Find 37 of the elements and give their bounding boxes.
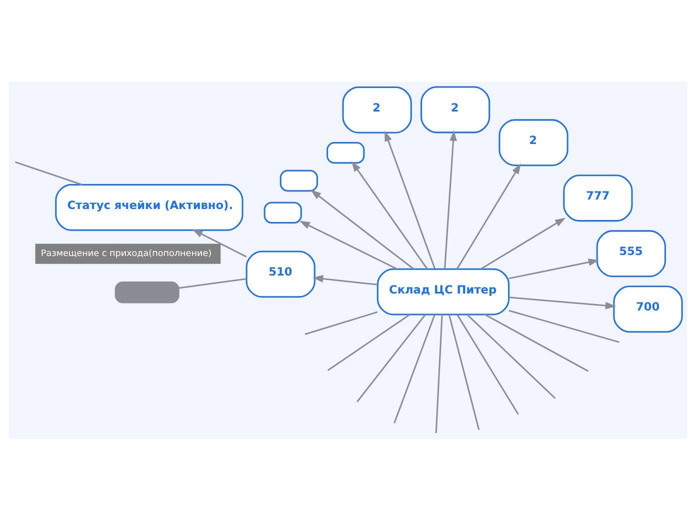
connector xyxy=(484,313,589,372)
node-box: 777 xyxy=(563,174,633,222)
connector xyxy=(327,314,410,371)
node-box: 2 xyxy=(420,86,490,133)
connector xyxy=(394,314,436,423)
node-box xyxy=(264,201,302,224)
arrow xyxy=(384,130,436,268)
node-bar xyxy=(114,281,180,303)
arrow xyxy=(310,189,414,270)
arrow xyxy=(312,274,378,285)
arrow xyxy=(509,296,616,309)
connector xyxy=(466,313,556,398)
arrow xyxy=(508,258,600,279)
node-box: 2 xyxy=(498,118,568,166)
arrow xyxy=(351,160,428,269)
connector xyxy=(178,278,246,288)
node-box: 2 xyxy=(342,86,412,133)
connector xyxy=(456,314,519,414)
arrow xyxy=(444,130,457,268)
connector xyxy=(508,309,620,342)
connector xyxy=(15,160,82,185)
arrow xyxy=(299,220,398,270)
connector xyxy=(304,310,378,334)
node-box xyxy=(326,142,365,164)
arrow xyxy=(192,228,247,257)
node-box: 700 xyxy=(613,285,683,332)
connector xyxy=(435,314,443,433)
connector xyxy=(356,314,426,402)
connector xyxy=(448,314,480,430)
node-box xyxy=(280,169,318,192)
node-box: 510 xyxy=(246,250,316,298)
arrow xyxy=(456,162,521,269)
node-box: Склад ЦС Питер xyxy=(376,268,510,315)
edge-label: Размещение с прихода(пополнение) xyxy=(40,248,212,258)
arrow xyxy=(480,217,566,270)
node-box: Статус ячейки (Активно). xyxy=(55,184,244,230)
node-box: 555 xyxy=(596,230,666,277)
